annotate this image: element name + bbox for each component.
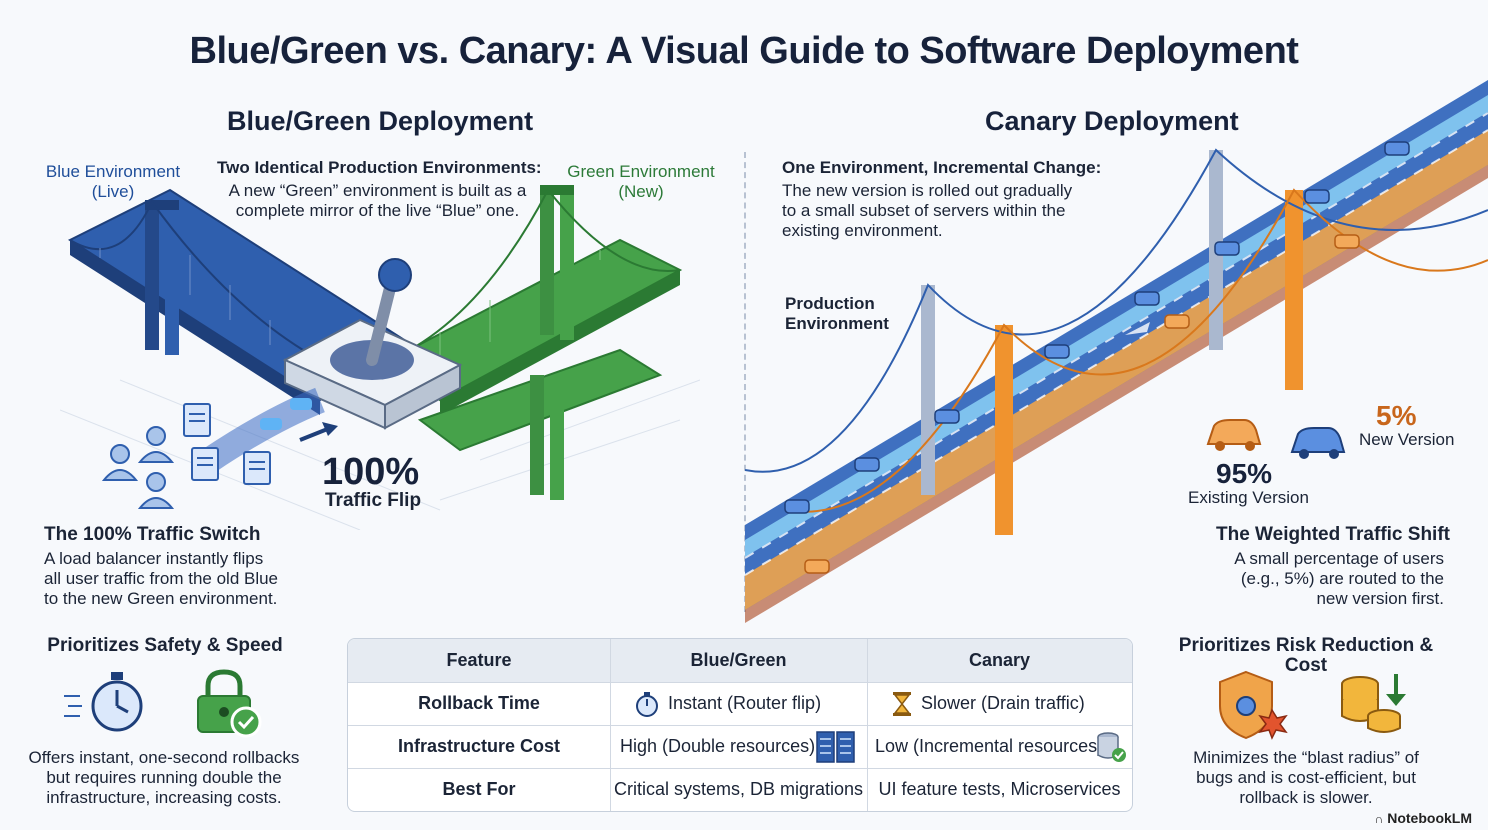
comparison-table: Feature Blue/Green Canary Rollback Time … — [347, 638, 1133, 812]
stopwatch-icon — [64, 672, 143, 732]
notebooklm-watermark: ∩ NotebookLM — [1375, 810, 1472, 826]
new-version-label: New Version — [1359, 430, 1455, 449]
blue-green-section-title: Blue/Green Deployment — [227, 106, 534, 136]
shield-blast-icon — [1219, 670, 1288, 740]
canary-section-title: Canary Deployment — [985, 106, 1239, 136]
bg-intro-heading: Two Identical Production Environments: — [217, 158, 542, 177]
weighted-shift-body: A small percentage of users (e.g., 5%) a… — [1234, 549, 1444, 608]
stopwatch-icon — [636, 692, 658, 717]
table-row: Infrastructure Cost High (Double resourc… — [348, 725, 1132, 769]
production-environment-label: Production Environment — [785, 294, 889, 333]
table-header-canary: Canary — [968, 650, 1031, 670]
canary-priority-body: Minimizes the “blast radius” of bugs and… — [1193, 748, 1419, 807]
new-version-percent: 5% — [1376, 400, 1417, 431]
users-group-icon — [101, 403, 271, 509]
section-divider — [744, 152, 746, 612]
notebooklm-logo-icon: ∩ — [1374, 812, 1384, 826]
bg-intro-body: A new “Green” environment is built as a … — [228, 181, 527, 220]
traffic-flip-value: 100% — [322, 451, 420, 493]
table-cell-canary: UI feature tests, Microservices — [878, 779, 1121, 799]
canary-intro-body: The new version is rolled out gradually … — [782, 181, 1073, 240]
blue-green-bridges-illustration — [60, 185, 700, 530]
rollback-canary-text: Slower (Drain traffic) — [921, 693, 1085, 713]
traffic-switch-body: A load balancer instantly flips all user… — [44, 549, 279, 608]
table-row: Rollback Time Instant (Router flip) Slow… — [348, 682, 1132, 726]
table-header-row: Feature Blue/Green Canary — [348, 639, 1132, 683]
weighted-shift-heading: The Weighted Traffic Shift — [1216, 524, 1450, 545]
traffic-flip-label: Traffic Flip — [325, 490, 422, 511]
table-cell-feature: Best For — [348, 768, 611, 811]
table-cell-blue-green: Critical systems, DB migrations — [610, 768, 868, 811]
cost-blue-green-text: High (Double resources) — [620, 736, 816, 756]
table-row: Best For Critical systems, DB migrations… — [348, 768, 1132, 811]
bg-priority-body: Offers instant, one-second rollbacks but… — [28, 748, 300, 807]
table-cell-canary: Slower (Drain traffic) — [867, 682, 1132, 725]
rollback-blue-green-text: Instant (Router flip) — [668, 693, 822, 713]
table-cell-blue-green: High (Double resources) — [610, 725, 868, 768]
table-cell-blue-green: Instant (Router flip) — [610, 682, 868, 725]
table-header-feature: Feature — [348, 639, 611, 682]
table-header-blue-green: Blue/Green — [610, 639, 868, 682]
database-check-icon — [1097, 732, 1126, 762]
hourglass-icon — [893, 692, 911, 716]
canary-bridge-illustration — [745, 80, 1488, 623]
canary-priority-heading: Prioritizes Risk Reduction & Cost — [1178, 635, 1434, 676]
blue-environment-label: Blue Environment (Live) — [45, 162, 181, 201]
table-cell-feature: Rollback Time — [348, 682, 611, 725]
new-version-car-icon — [1290, 427, 1346, 459]
cost-canary-text: Low (Incremental resources) — [875, 736, 1104, 756]
table-cell-canary: Low (Incremental resources) — [867, 725, 1132, 768]
table-cell-feature: Infrastructure Cost — [348, 725, 611, 768]
existing-version-car-icon — [1206, 419, 1262, 451]
canary-intro-heading: One Environment, Incremental Change: — [782, 158, 1102, 177]
database-down-icon — [1341, 674, 1406, 733]
lock-check-icon — [197, 669, 262, 738]
traffic-switch-heading: The 100% Traffic Switch — [44, 524, 261, 545]
existing-version-percent: 95% — [1216, 458, 1273, 489]
green-environment-label: Green Environment (New) — [567, 162, 715, 201]
page-title: Blue/Green vs. Canary: A Visual Guide to… — [189, 30, 1299, 72]
version-cars-icon — [1206, 419, 1346, 459]
bg-priority-heading: Prioritizes Safety & Speed — [47, 635, 283, 656]
server-rack-icon — [816, 731, 855, 763]
watermark-text: NotebookLM — [1387, 810, 1472, 826]
existing-version-label: Existing Version — [1188, 488, 1309, 507]
